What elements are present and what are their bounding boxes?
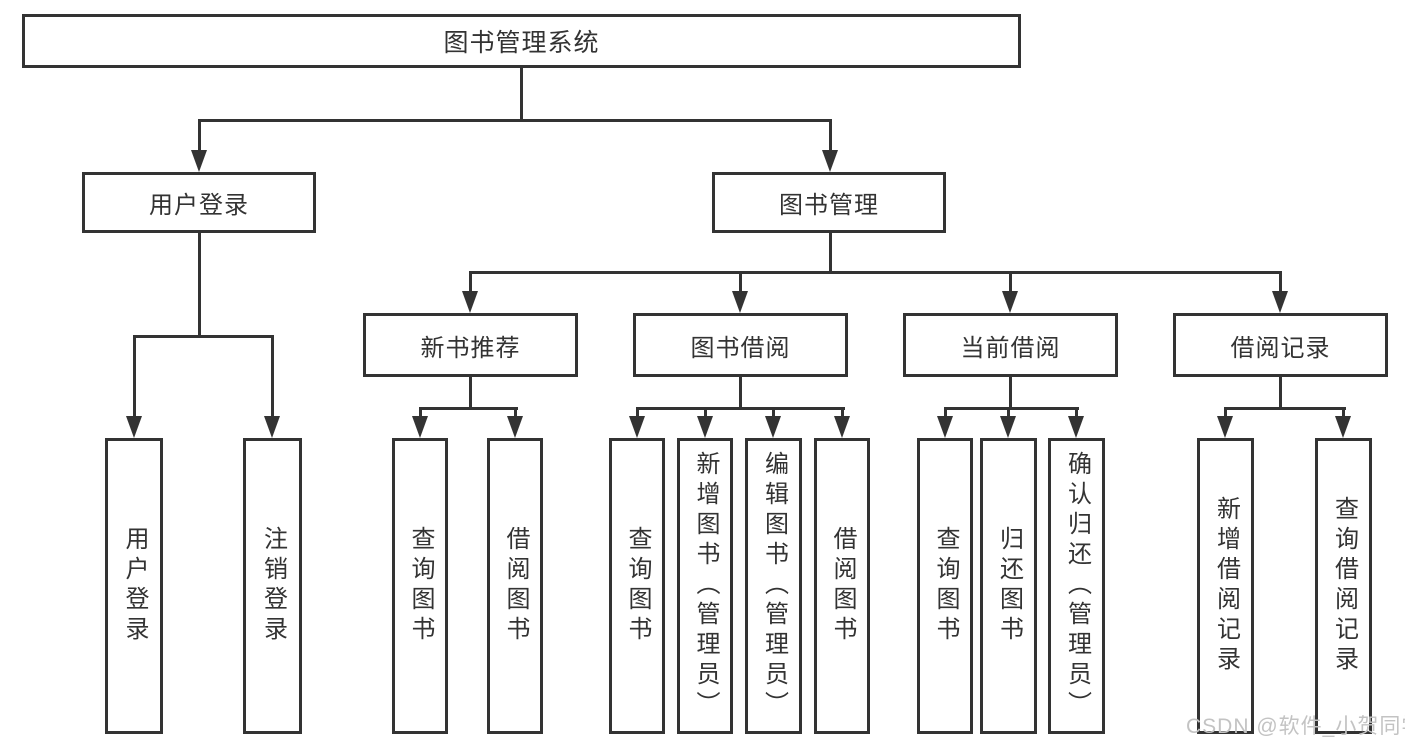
arrow-head-borrow-records-icon (1272, 291, 1288, 313)
arrow-head-login-icon (126, 416, 142, 438)
connector-root-stub (520, 68, 523, 121)
leaf-br-add-record: 新增借阅记录 (1197, 438, 1254, 734)
node-current-borrowing: 当前借阅 (903, 313, 1118, 377)
arrow-head-bb-edit-icon (765, 416, 781, 438)
arrow-head-book-mgmt-icon (822, 150, 838, 172)
arrow-head-cb-confirm-icon (1068, 416, 1084, 438)
leaf-bb-edit-books-admin: 编辑图书（管理员） (745, 438, 802, 734)
arrow-stem-br-add (1224, 407, 1227, 421)
node-book-borrowing-label: 图书借阅 (690, 334, 791, 362)
leaf-nb-borrow-books-label: 借阅图书 (502, 526, 529, 646)
leaf-bb-query-books: 查询图书 (609, 438, 665, 734)
arrow-stem-cb-query (944, 407, 947, 421)
leaf-br-query-record: 查询借阅记录 (1315, 438, 1372, 734)
node-user-login: 用户登录 (82, 172, 316, 233)
node-new-book-recommend: 新书推荐 (363, 313, 578, 377)
node-user-login-label: 用户登录 (149, 192, 249, 219)
arrow-head-cb-return-icon (1000, 416, 1016, 438)
arrow-head-user-login-icon (191, 150, 207, 172)
leaf-nb-query-books-label: 查询图书 (407, 526, 434, 646)
leaf-bb-add-books-admin-label: 新增图书（管理员） (692, 451, 719, 721)
node-book-management-label: 图书管理 (779, 192, 879, 219)
arrow-head-br-add-icon (1217, 416, 1233, 438)
arrow-head-bb-add-icon (697, 416, 713, 438)
node-root-label: 图书管理系统 (443, 29, 600, 57)
arrow-head-bb-borrow-icon (834, 416, 850, 438)
connector-book-borrow-stub (739, 377, 742, 410)
arrow-stem-login (133, 335, 136, 420)
node-book-borrowing: 图书借阅 (633, 313, 848, 377)
node-root: 图书管理系统 (22, 14, 1021, 68)
connector-user-login-hbar (133, 335, 274, 338)
connector-book-borrow-hbar (636, 407, 845, 410)
node-borrowing-records: 借阅记录 (1173, 313, 1388, 377)
arrow-head-bb-query-icon (629, 416, 645, 438)
leaf-br-add-record-label: 新增借阅记录 (1212, 496, 1240, 676)
arrow-stem-new-books (469, 271, 472, 296)
arrow-stem-bb-edit (772, 407, 775, 421)
leaf-logout-label: 注销登录 (259, 526, 287, 646)
connector-current-borrow-stub (1009, 377, 1012, 410)
node-current-borrowing-label: 当前借阅 (960, 334, 1061, 362)
leaf-br-query-record-label: 查询借阅记录 (1330, 496, 1358, 676)
connector-borrow-records-stub (1279, 377, 1282, 410)
connector-user-login-stub (198, 233, 201, 338)
csdn-watermark: CSDN @软件_小贺同学 (1186, 715, 1405, 738)
arrow-stem-logout (271, 335, 274, 420)
node-book-management: 图书管理 (712, 172, 946, 233)
connector-level2-hbar (469, 271, 1282, 274)
arrow-head-nb-query-icon (412, 416, 428, 438)
arrow-stem-borrow-records (1279, 271, 1282, 296)
connector-borrow-records-hbar (1224, 407, 1346, 410)
leaf-bb-query-books-label: 查询图书 (624, 526, 651, 646)
connector-current-borrow-hbar (944, 407, 1079, 410)
arrow-head-nb-borrow-icon (507, 416, 523, 438)
leaf-bb-edit-books-admin-label: 编辑图书（管理员） (760, 451, 788, 721)
arrow-head-book-borrow-icon (732, 291, 748, 313)
arrow-stem-nb-query (419, 407, 422, 421)
leaf-nb-borrow-books: 借阅图书 (487, 438, 543, 734)
arrow-stem-book-borrow (739, 271, 742, 296)
arrow-stem-book-mgmt (829, 119, 832, 152)
arrow-stem-bb-query (636, 407, 639, 421)
arrow-stem-cb-confirm (1075, 407, 1078, 421)
arrow-stem-bb-borrow (841, 407, 844, 421)
leaf-logout: 注销登录 (243, 438, 302, 734)
leaf-cb-query-books-label: 查询图书 (932, 526, 959, 646)
arrow-head-cb-query-icon (937, 416, 953, 438)
arrow-head-new-books-icon (462, 291, 478, 313)
arrow-stem-cb-return (1007, 407, 1010, 421)
arrow-stem-user-login (198, 119, 201, 152)
leaf-bb-borrow-books: 借阅图书 (814, 438, 870, 734)
leaf-cb-confirm-return-admin-label: 确认归还（管理员） (1063, 451, 1091, 721)
connector-level1-hbar (198, 119, 832, 122)
connector-new-books-stub (469, 377, 472, 410)
node-new-book-recommend-label: 新书推荐 (420, 334, 521, 362)
leaf-cb-return-books: 归还图书 (980, 438, 1037, 734)
leaf-cb-return-books-label: 归还图书 (995, 526, 1023, 646)
arrow-head-current-borrow-icon (1002, 291, 1018, 313)
node-borrowing-records-label: 借阅记录 (1230, 334, 1331, 362)
connector-new-books-hbar (419, 407, 518, 410)
arrow-stem-nb-borrow (514, 407, 517, 421)
leaf-user-login-label: 用户登录 (121, 526, 148, 646)
arrow-stem-bb-add (704, 407, 707, 421)
arrow-head-logout-icon (264, 416, 280, 438)
arrow-stem-current-borrow (1009, 271, 1012, 296)
leaf-bb-borrow-books-label: 借阅图书 (829, 526, 856, 646)
leaf-nb-query-books: 查询图书 (392, 438, 448, 734)
arrow-stem-br-query (1342, 407, 1345, 421)
leaf-cb-confirm-return-admin: 确认归还（管理员） (1048, 438, 1105, 734)
leaf-user-login: 用户登录 (105, 438, 163, 734)
leaf-bb-add-books-admin: 新增图书（管理员） (677, 438, 733, 734)
leaf-cb-query-books: 查询图书 (917, 438, 973, 734)
connector-book-mgmt-stub (829, 233, 832, 274)
arrow-head-br-query-icon (1335, 416, 1351, 438)
